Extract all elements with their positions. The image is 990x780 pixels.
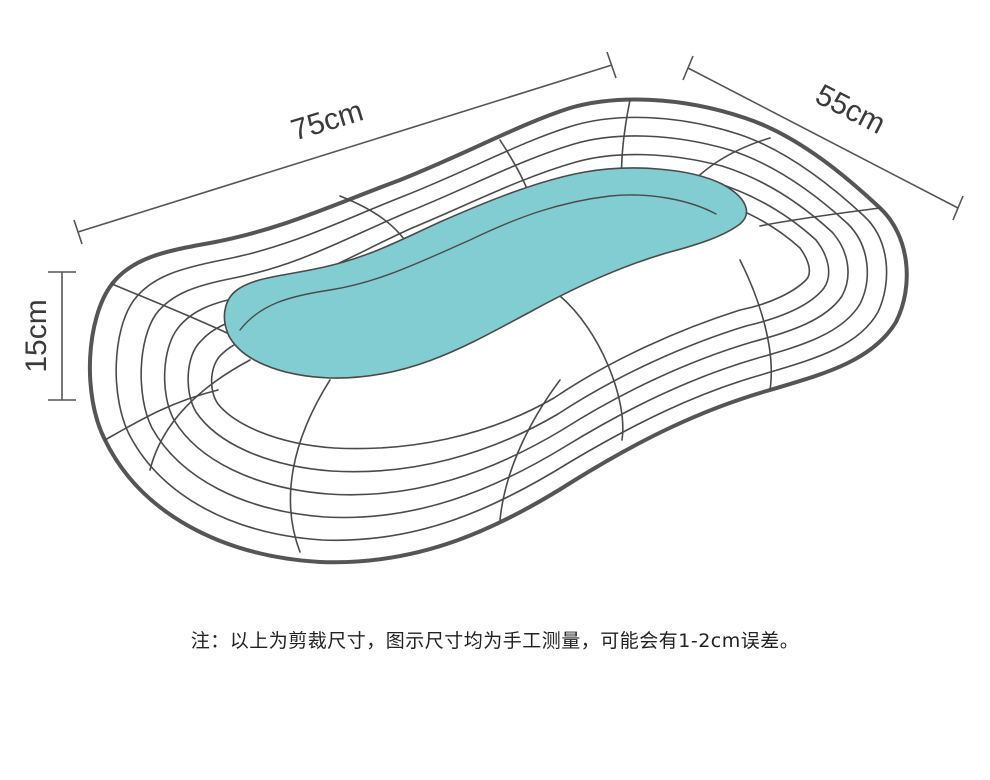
center-cooling-panel [223,167,748,379]
length-dimension [73,51,617,245]
pillow-seams [104,99,881,553]
pillow-illustration [87,97,909,565]
height-dimension [48,271,76,401]
measurement-note: 注：以上为剪裁尺寸，图示尺寸均为手工测量，可能会有1-2cm误差。 [190,630,800,652]
length-label: 75cm [287,94,367,147]
width-dimension [682,55,964,221]
height-label: 15cm [20,299,53,372]
width-label: 55cm [810,78,890,141]
center-panel-inner-seam [239,194,717,331]
